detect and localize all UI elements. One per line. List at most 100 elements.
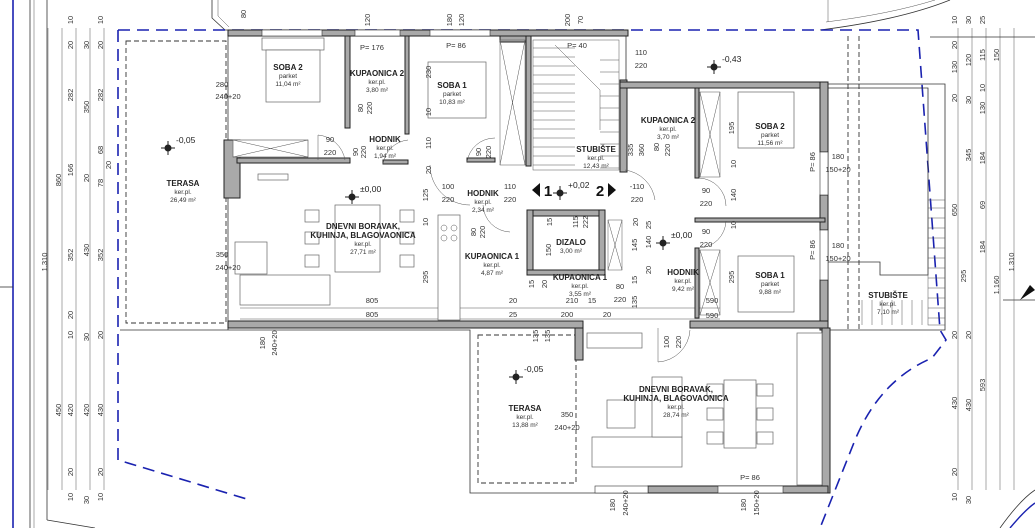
room-area: 27,71 m²: [350, 249, 376, 256]
room-finish: ker.pl.: [674, 278, 692, 285]
room-finish: ker.pl.: [879, 301, 897, 308]
level-marker-icon: [707, 60, 721, 74]
sofa: [239, 274, 331, 306]
dimension-label: 650: [950, 204, 959, 217]
sofa: [591, 436, 683, 468]
dimension-label: 210: [566, 296, 579, 305]
dimension-label: 125: [421, 189, 430, 202]
section-arrow-icon: [532, 183, 540, 197]
room-area: 3,55 m²: [569, 291, 592, 298]
plot-boundary: [118, 29, 947, 528]
dimension-label: 1.310: [1007, 253, 1016, 272]
level-label: -0,43: [722, 54, 742, 64]
dimension-lines: [47, 28, 1035, 490]
room-name-line2: KUHINJA, BLAGOVAONICA: [623, 394, 728, 403]
dimension-label: 10: [729, 160, 738, 168]
dimension-label: 220: [504, 195, 517, 204]
dimension-label: 80: [652, 143, 661, 151]
dimension-label: 20: [950, 41, 959, 49]
level-marker-icon: [509, 370, 523, 384]
room-name: HODNIK: [667, 268, 699, 277]
dimension-label: 80: [239, 10, 248, 18]
dimension-label: 20: [96, 468, 105, 476]
dimension-label: 10: [978, 84, 987, 92]
dimension-label: 180: [832, 241, 845, 250]
room-finish: ker.pl.: [376, 145, 394, 152]
level-marker-icon: [161, 141, 175, 155]
dimension-label: 220: [324, 148, 337, 157]
room-area: 7,10 m²: [877, 309, 900, 316]
dimension-label: 10: [66, 16, 75, 24]
dimension-label: 295: [727, 271, 736, 284]
kitchen-counter: [437, 214, 461, 321]
dimension-label: 30: [964, 16, 973, 24]
dimension-label: 10: [424, 108, 433, 116]
room-name: TERASA: [167, 179, 200, 188]
room-name: SOBA 1: [437, 81, 467, 90]
room-area: 13,88 m²: [512, 422, 538, 429]
dimension-label: 240+20: [621, 490, 630, 515]
dimension-label: 90: [326, 135, 334, 144]
dimension-label: 352: [96, 249, 105, 262]
section-marker-1: 1: [544, 183, 552, 200]
dimension-label: 195: [727, 122, 736, 135]
dimension-label: 220: [674, 336, 683, 349]
room-name: TERASA: [509, 404, 542, 413]
room-area: 2,34 m²: [472, 207, 495, 214]
dimension-label: 295: [421, 271, 430, 284]
dimension-label: 180: [608, 499, 617, 512]
dimension-label: 20: [96, 331, 105, 339]
room-name: SOBA 1: [755, 271, 785, 280]
room-area: 12,43 m²: [583, 163, 609, 170]
room-name: HODNIK: [369, 135, 401, 144]
level-label: -0,05: [176, 135, 196, 145]
dimension-label: P= 40: [567, 41, 587, 50]
dimension-label: 220: [700, 199, 713, 208]
level-label: ±0,00: [671, 230, 692, 240]
dimension-label: 180: [739, 499, 748, 512]
room-finish: ker.pl.: [659, 126, 677, 133]
dimension-label: 166: [66, 164, 75, 177]
dimension-label: 10: [729, 221, 738, 229]
dimension-label: 430: [82, 244, 91, 257]
dimension-label: 90: [702, 186, 710, 195]
dimension-label: P= 86: [808, 240, 817, 260]
dimension-label: 420: [82, 404, 91, 417]
dimension-label: 100: [442, 182, 455, 191]
dimension-label: 350: [561, 410, 574, 419]
room-area: 11,56 m²: [757, 140, 783, 147]
kitchen-counter: [796, 332, 823, 486]
bed: [737, 91, 795, 149]
section-arrow-icon: [608, 183, 616, 197]
dimension-label: 20: [631, 218, 640, 226]
dimension-label: 20: [104, 161, 113, 169]
room-area: 9,42 m²: [672, 286, 695, 293]
dimension-label: 220: [365, 102, 374, 115]
dimension-label: 220: [478, 226, 487, 239]
dimension-label: 20: [964, 331, 973, 339]
dimension-label: 10: [66, 493, 75, 501]
dimension-label: 20: [66, 311, 75, 319]
bed: [427, 61, 487, 119]
dimension-label: 220: [663, 144, 672, 157]
dimension-label: 120: [363, 14, 372, 27]
dimension-label: 222: [581, 216, 590, 229]
dimension-label: 220: [614, 295, 627, 304]
room-name-line2: KUHINJA, BLAGOVAONICA: [310, 231, 415, 240]
dimension-label: 430: [964, 399, 973, 412]
dimension-label: 240+20: [215, 92, 240, 101]
room-area: 28,74 m²: [663, 412, 689, 419]
dimension-label: 150+20: [825, 165, 850, 174]
dimension-label: 20: [603, 310, 611, 319]
level-label: ±0,00: [360, 184, 381, 194]
room-finish: parket: [279, 73, 297, 80]
dimension-label: 30: [964, 96, 973, 104]
dimension-label: 78: [96, 179, 105, 187]
dimension-label: 1.310: [40, 253, 49, 272]
room-finish: ker.pl.: [368, 79, 386, 86]
room-finish: parket: [761, 132, 779, 139]
room-name: STUBIŠTE: [576, 145, 616, 154]
dimension-label: 20: [950, 331, 959, 339]
